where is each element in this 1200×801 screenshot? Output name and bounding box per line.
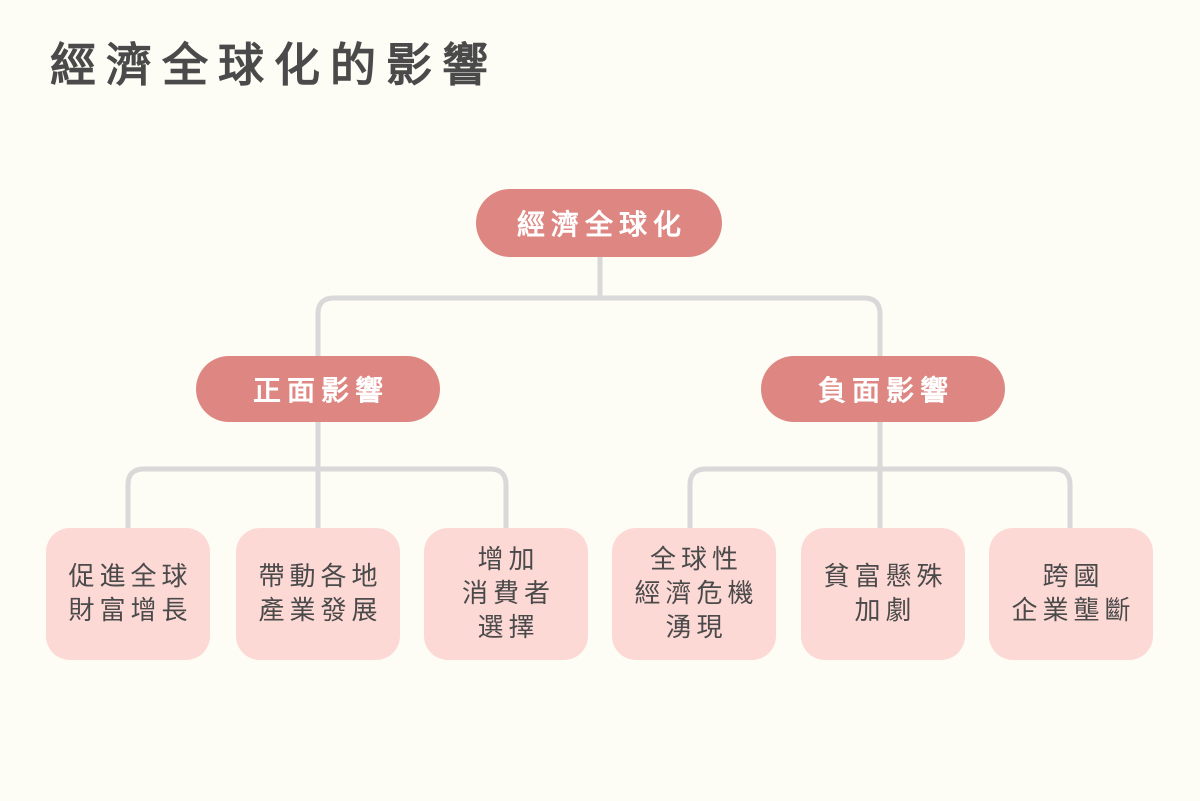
leaf-node-text: 貧富懸殊 加劇 xyxy=(823,562,948,626)
page-title: 經濟全球化的影響 xyxy=(50,38,498,92)
connector-positive-split xyxy=(125,466,509,528)
connector-negative-split xyxy=(687,466,1073,528)
leaf-node: 帶動各地 產業發展 xyxy=(236,528,400,660)
leaf-node-text: 跨國 企業壟斷 xyxy=(1011,562,1136,626)
leaf-node-text: 促進全球 財富增長 xyxy=(68,562,193,626)
leaf-node-text: 帶動各地 產業發展 xyxy=(258,562,383,626)
connector-root-split xyxy=(315,295,883,356)
leaf-node-text: 全球性 經濟危機 湧現 xyxy=(634,545,759,643)
leaf-node: 全球性 經濟危機 湧現 xyxy=(612,528,776,660)
root-node: 經濟全球化 xyxy=(476,189,722,257)
branch-node-positive: 正面影響 xyxy=(196,356,440,422)
leaf-node: 跨國 企業壟斷 xyxy=(989,528,1153,660)
root-node-label: 經濟全球化 xyxy=(516,208,687,241)
leaf-node: 增加 消費者 選擇 xyxy=(424,528,588,660)
branch-node-label: 負面影響 xyxy=(817,374,954,407)
leaf-node: 促進全球 財富增長 xyxy=(46,528,210,660)
branch-node-negative: 負面影響 xyxy=(761,356,1005,422)
leaf-node: 貧富懸殊 加劇 xyxy=(801,528,965,660)
leaf-node-text: 增加 消費者 選擇 xyxy=(461,545,555,643)
branch-node-label: 正面影響 xyxy=(252,374,389,407)
